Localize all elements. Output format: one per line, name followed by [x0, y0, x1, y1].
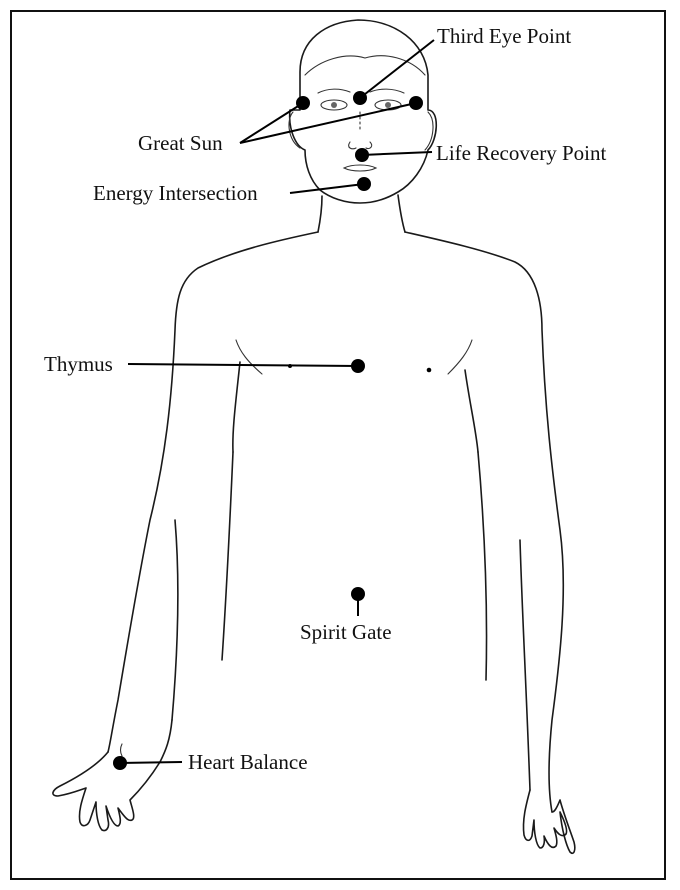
heart-balance-dot	[113, 756, 127, 770]
great-sun-label: Great Sun	[138, 133, 223, 154]
life-recovery-point-label: Life Recovery Point	[436, 143, 606, 164]
life-recovery-point-dot	[355, 148, 369, 162]
third-eye-point-label: Third Eye Point	[437, 26, 571, 47]
heart-balance-label: Heart Balance	[188, 752, 308, 773]
spirit-gate-dot	[351, 587, 365, 601]
great-sun-right-dot	[409, 96, 423, 110]
thymus-dot	[351, 359, 365, 373]
third-eye-point-dot	[353, 91, 367, 105]
great-sun-left-dot	[296, 96, 310, 110]
energy-intersection-dot	[357, 177, 371, 191]
energy-intersection-label: Energy Intersection	[93, 183, 258, 204]
thymus-label: Thymus	[44, 354, 113, 375]
spirit-gate-label: Spirit Gate	[300, 622, 392, 643]
